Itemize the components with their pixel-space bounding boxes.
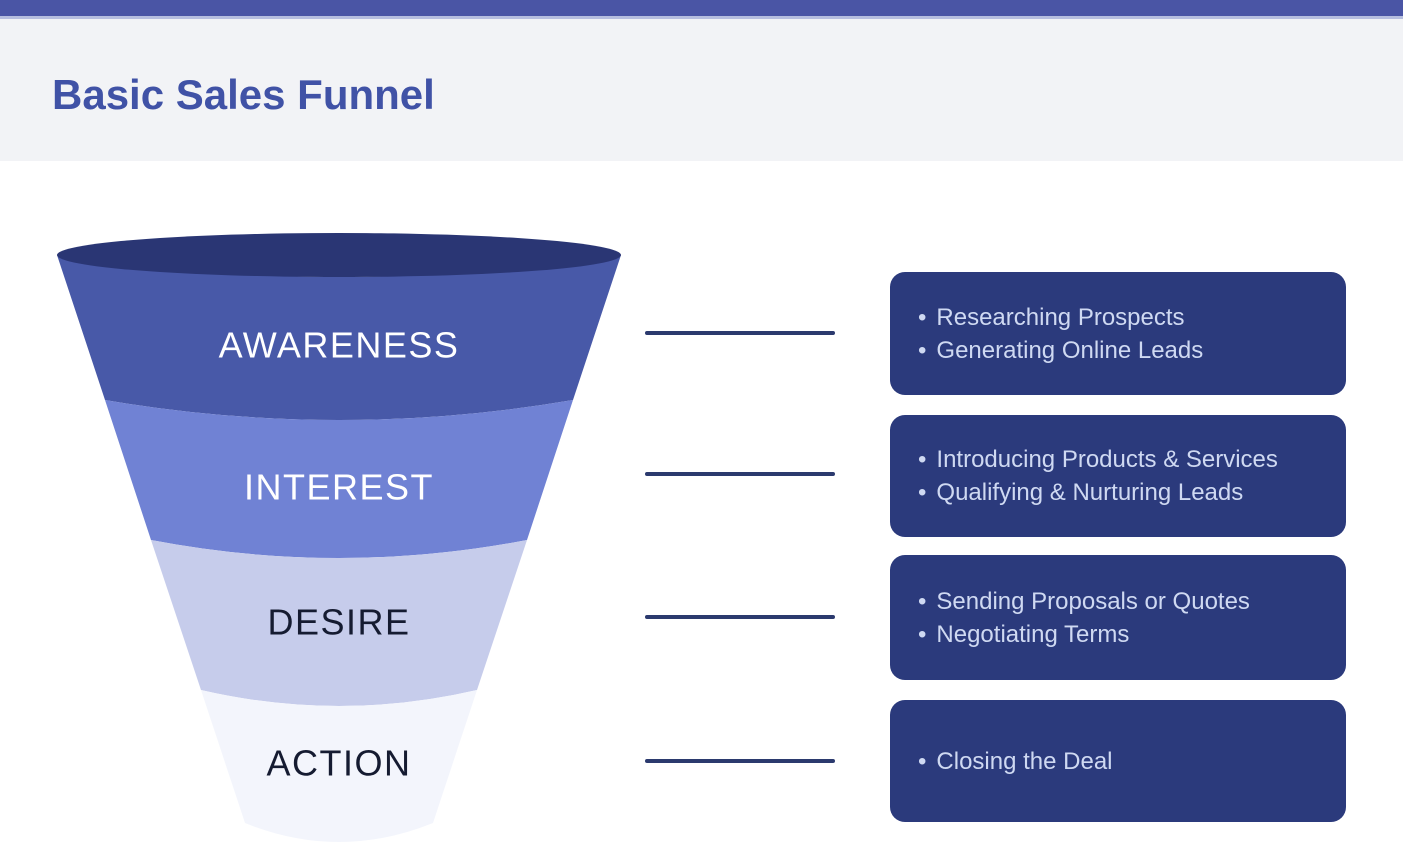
bullet-point: •: [918, 587, 927, 615]
bullet-point: •: [918, 620, 927, 648]
list-item: • Researching Prospects: [918, 301, 1346, 334]
connector-line-interest: [645, 472, 835, 476]
bullet-point: •: [918, 303, 927, 331]
list-item-label: Generating Online Leads: [936, 336, 1204, 364]
funnel-stage-action: [201, 690, 477, 842]
funnel-label-action: ACTION: [266, 743, 411, 784]
funnel-label-awareness: AWARENESS: [219, 325, 460, 366]
funnel-label-desire: DESIRE: [267, 602, 410, 643]
bullet-point: •: [918, 479, 927, 506]
list-item-label: Researching Prospects: [936, 303, 1185, 331]
bullet-point: •: [918, 747, 927, 775]
connector-line-desire: [645, 615, 835, 619]
list-item-label: Sending Proposals or Quotes: [936, 587, 1250, 615]
funnel-label-interest: INTEREST: [244, 467, 434, 508]
list-item: • Qualifying & Nurturing Leads: [918, 476, 1346, 509]
funnel-stage-awareness: [57, 255, 621, 420]
list-item-label: Introducing Products & Services: [936, 446, 1278, 473]
bullet-point: •: [918, 446, 927, 473]
list-item: • Closing the Deal: [918, 745, 1346, 778]
connector-line-action: [645, 759, 835, 763]
sales-funnel-diagram: AWARENESS INTEREST DESIRE ACTION: [57, 233, 621, 842]
list-item-label: Negotiating Terms: [936, 620, 1130, 648]
list-item-label: Closing the Deal: [936, 747, 1113, 775]
header-band: [0, 19, 1403, 161]
list-item: • Negotiating Terms: [918, 618, 1346, 651]
bullet-point: •: [918, 336, 927, 364]
list-item: • Sending Proposals or Quotes: [918, 585, 1346, 618]
funnel-stage-desire: [151, 540, 527, 706]
list-item: • Introducing Products & Services: [918, 443, 1346, 476]
info-box-interest: • Introducing Products & Services • Qualif…: [890, 415, 1346, 537]
list-item-label: Qualifying & Nurturing Leads: [936, 479, 1244, 506]
funnel-opening: [57, 233, 621, 277]
info-box-action: • Closing the Deal: [890, 700, 1346, 822]
info-box-desire: • Sending Proposals or Quotes • Negotiatin…: [890, 555, 1346, 680]
page-title: Basic Sales Funnel: [52, 71, 435, 118]
funnel-stage-interest: [105, 400, 573, 558]
list-item: • Generating Online Leads: [918, 334, 1346, 367]
info-box-awareness: • Researching Prospects • Generating Onlin…: [890, 272, 1346, 395]
top-accent-bar: [0, 0, 1403, 19]
connector-line-awareness: [645, 331, 835, 335]
